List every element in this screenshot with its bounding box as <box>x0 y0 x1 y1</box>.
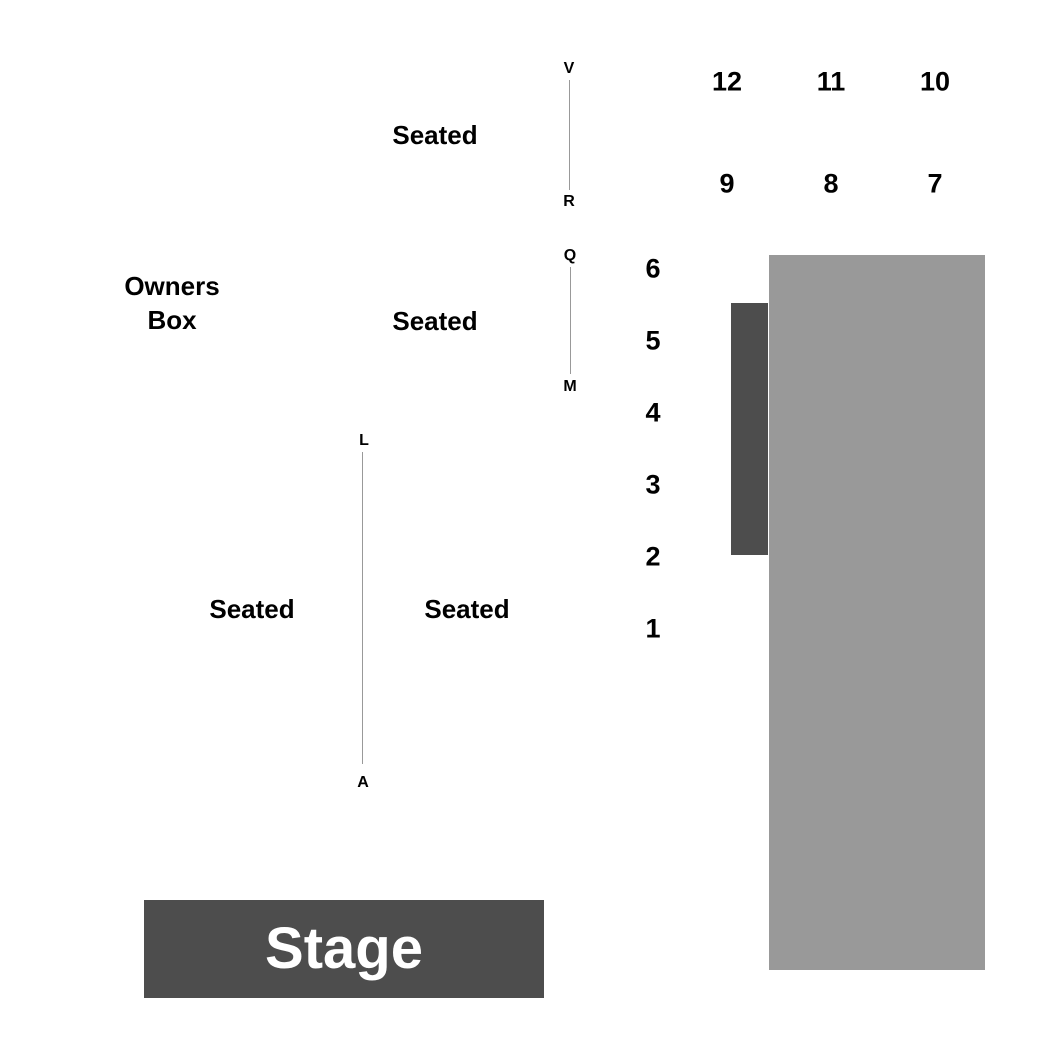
stage-label: Stage <box>265 916 423 981</box>
row-line-lower <box>362 452 363 764</box>
owners-box-label-line2: Box <box>147 305 197 335</box>
side-section-2[interactable]: 2 <box>645 541 661 572</box>
row-line-upper <box>569 80 570 190</box>
floor-area-large[interactable] <box>769 255 985 970</box>
owners-box-section[interactable]: Owners Box <box>124 269 219 337</box>
side-section-3[interactable]: 3 <box>645 469 661 500</box>
owners-box-label-line1: Owners <box>124 271 220 301</box>
top-section-12[interactable]: 12 <box>711 66 743 97</box>
row-label-m: M <box>563 378 577 395</box>
row-label-l: L <box>359 432 369 449</box>
top-section-10[interactable]: 10 <box>919 66 951 97</box>
row-label-v: V <box>563 60 575 77</box>
top-section-9[interactable]: 9 <box>719 168 735 199</box>
floor-area-dark-strip[interactable] <box>731 303 768 555</box>
section-seated-middle[interactable]: Seated <box>392 306 478 336</box>
top-section-8[interactable]: 8 <box>823 168 839 199</box>
side-section-6[interactable]: 6 <box>645 253 661 284</box>
top-section-11[interactable]: 11 <box>816 66 846 97</box>
side-section-4[interactable]: 4 <box>645 397 661 428</box>
section-seated-lower-left[interactable]: Seated <box>209 594 295 624</box>
section-seated-lower-right[interactable]: Seated <box>424 594 510 624</box>
stage: Stage <box>144 900 544 998</box>
row-label-r: R <box>563 193 575 210</box>
row-label-a: A <box>357 774 369 791</box>
side-section-5[interactable]: 5 <box>645 325 661 356</box>
side-section-1[interactable]: 1 <box>645 613 661 644</box>
top-section-7[interactable]: 7 <box>927 168 943 199</box>
section-seated-upper[interactable]: Seated <box>392 120 478 150</box>
row-line-middle <box>570 267 571 374</box>
row-label-q: Q <box>563 247 577 264</box>
